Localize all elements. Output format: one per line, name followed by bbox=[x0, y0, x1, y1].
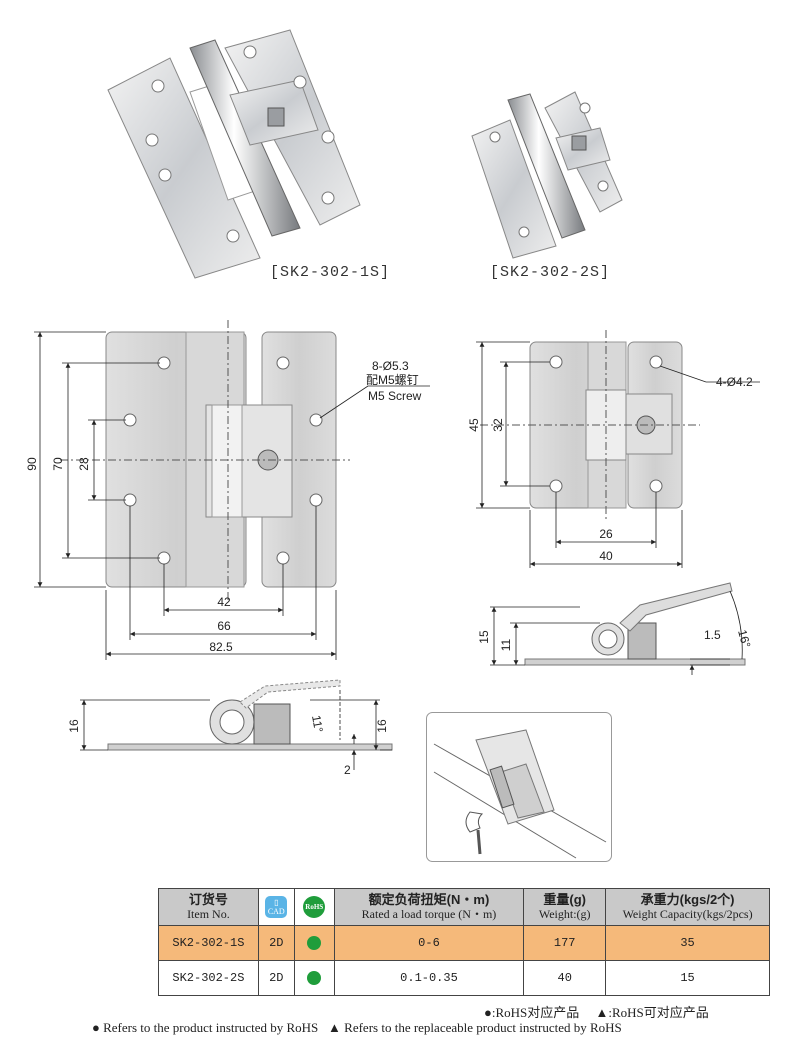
cell-rohs bbox=[293, 925, 335, 961]
dim-small-hole-span: 32 bbox=[491, 418, 505, 432]
dim-large-side-angle: 11° bbox=[309, 714, 326, 734]
header-rohs: RoHS bbox=[293, 888, 335, 926]
product-caption-large: [SK2-302-1S] bbox=[270, 264, 391, 281]
legend-cn-rohs: ●:RoHS对应产品 bbox=[484, 1005, 580, 1020]
cell-weight: 177 bbox=[523, 925, 607, 961]
hinge-photo-small bbox=[471, 91, 623, 259]
cell-capacity: 15 bbox=[605, 960, 770, 996]
dim-small-side-total: 15 bbox=[477, 630, 491, 644]
header-torque: 额定负荷扭矩(N・m)Rated a load torque (N・m) bbox=[333, 888, 525, 926]
large-side-drawing: 16 16 2 11° bbox=[67, 679, 393, 777]
cell-torque: 0.1-0.35 bbox=[333, 960, 525, 996]
dim-large-side-right: 16 bbox=[375, 719, 389, 733]
hole-note-large-3: M5 Screw bbox=[368, 389, 422, 403]
legend-cn-replaceable: ▲:RoHS可对应产品 bbox=[595, 1005, 709, 1020]
cell-item: SK2-302-1S bbox=[158, 925, 259, 961]
hole-note-small: 4-Ø4.2 bbox=[716, 375, 753, 389]
rohs-dot-icon bbox=[307, 970, 322, 985]
cell-capacity: 35 bbox=[605, 925, 770, 961]
cell-cad: 2D bbox=[257, 925, 295, 961]
cell-rohs bbox=[293, 960, 335, 996]
hinge-photo-large bbox=[107, 29, 361, 279]
legend-en-rohs: ● Refers to the product instructed by Ro… bbox=[92, 1020, 319, 1035]
small-front-drawing: 45 32 26 40 4-Ø4.2 bbox=[467, 330, 760, 568]
hole-note-large-2: 配M5螺钉 bbox=[366, 373, 419, 387]
cell-cad: 2D bbox=[257, 960, 295, 996]
dim-small-height: 45 bbox=[467, 418, 481, 432]
hole-note-large-1: 8-Ø5.3 bbox=[372, 359, 409, 373]
table-row: SK2-302-1S 2D 0-6 177 35 bbox=[158, 925, 770, 961]
dim-large-hole-span-inner: 28 bbox=[77, 457, 91, 471]
large-front-drawing: 90 70 28 42 66 82.5 8-Ø5.3 配M5螺钉 M5 Scre… bbox=[25, 320, 430, 660]
product-photos bbox=[107, 29, 623, 279]
installation-illustration bbox=[426, 712, 612, 862]
dim-large-side-left: 16 bbox=[67, 719, 81, 733]
dim-large-hole-width-inner: 42 bbox=[217, 595, 231, 609]
legend-en-replaceable: ▲ Refers to the replaceable product inst… bbox=[328, 1020, 622, 1035]
header-capacity: 承重力(kgs/2个)Weight Capacity(kgs/2pcs) bbox=[605, 888, 770, 926]
dim-large-width: 82.5 bbox=[209, 640, 233, 654]
rohs-dot-icon bbox=[307, 935, 322, 950]
dim-large-hole-span-outer: 70 bbox=[51, 457, 65, 471]
dim-small-side-angle: 16° bbox=[735, 628, 753, 649]
table-row: SK2-302-2S 2D 0.1-0.35 40 15 bbox=[158, 960, 770, 996]
cell-item: SK2-302-2S bbox=[158, 960, 259, 996]
cell-weight: 40 bbox=[523, 960, 607, 996]
cell-torque: 0-6 bbox=[333, 925, 525, 961]
cad-icon: ▯CAD bbox=[265, 896, 288, 918]
dim-small-width: 40 bbox=[599, 549, 613, 563]
header-cad: ▯CAD bbox=[257, 888, 295, 926]
product-caption-small: [SK2-302-2S] bbox=[490, 264, 611, 281]
legend-cn: ●:RoHS对应产品 ▲:RoHS可对应产品 bbox=[484, 1002, 709, 1021]
dim-large-hole-width-outer: 66 bbox=[217, 619, 231, 633]
rohs-icon: RoHS bbox=[303, 896, 326, 918]
dim-small-side-thickness: 1.5 bbox=[704, 628, 721, 642]
dim-small-hole-width: 26 bbox=[599, 527, 613, 541]
dim-large-height: 90 bbox=[25, 457, 39, 471]
header-weight: 重量(g)Weight:(g) bbox=[523, 888, 607, 926]
dim-small-side-body: 11 bbox=[499, 638, 513, 651]
small-side-drawing: 15 11 1.5 16° bbox=[477, 582, 753, 675]
legend-en: ● Refers to the product instructed by Ro… bbox=[92, 1020, 622, 1036]
dim-large-side-thickness: 2 bbox=[344, 763, 351, 777]
